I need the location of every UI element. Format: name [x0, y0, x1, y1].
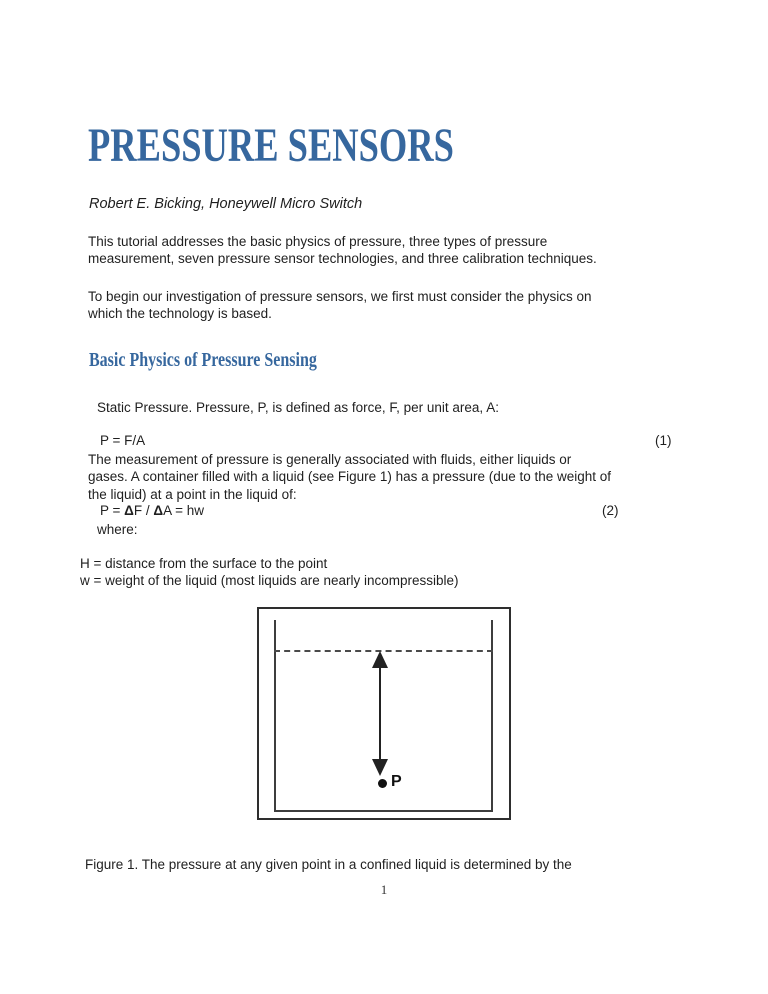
text-line: gases. A container filled with a liquid …: [88, 469, 612, 485]
measurement-paragraph: The measurement of pressure is generally…: [88, 451, 611, 503]
text-line: This tutorial addresses the basic physic…: [88, 234, 548, 249]
equation-1-formula: P = F/A: [100, 433, 146, 448]
point-p-label: P: [391, 773, 402, 790]
delta-symbol: Δ: [124, 503, 134, 518]
intro-paragraph: This tutorial addresses the basic physic…: [88, 233, 597, 268]
text-line: The measurement of pressure is generally…: [88, 452, 572, 467]
equation-1: P = F/A (1): [0, 433, 768, 451]
equation-2-part: A = hw: [163, 503, 204, 518]
container-vessel: [274, 620, 493, 812]
height-arrow-shaft: [379, 661, 381, 765]
point-p-dot: [378, 779, 387, 788]
equation-2: P = ΔF / ΔA = hw (2): [0, 503, 768, 521]
equation-1-number: (1): [655, 433, 672, 448]
definition-line-h: H = distance from the surface to the poi…: [80, 556, 328, 571]
text-line: To begin our investigation of pressure s…: [88, 289, 592, 304]
text-line: measurement, seven pressure sensor techn…: [88, 251, 597, 267]
arrow-head-down-icon: [372, 759, 388, 776]
figure-1-diagram: P: [257, 607, 511, 820]
delta-symbol: Δ: [153, 503, 164, 518]
text-line: the liquid) at a point in the liquid of:: [88, 486, 297, 502]
equation-2-number: (2): [602, 503, 619, 518]
author-byline: Robert E. Bicking, Honeywell Micro Switc…: [89, 196, 363, 212]
static-pressure-line: Static Pressure. Pressure, P, is defined…: [97, 400, 499, 415]
document-title: PRESSURE SENSORS: [88, 119, 454, 172]
page-number: 1: [380, 882, 388, 897]
where-label: where:: [97, 522, 138, 537]
equation-2-formula: P = ΔF / ΔA = hw: [100, 503, 204, 518]
definition-line-w: w = weight of the liquid (most liquids a…: [80, 573, 459, 589]
equation-2-part: P =: [100, 503, 125, 518]
figure-caption: Figure 1. The pressure at any given poin…: [85, 857, 572, 872]
text-line: which the technology is based.: [88, 306, 272, 322]
arrow-head-up-icon: [372, 651, 388, 668]
investigation-paragraph: To begin our investigation of pressure s…: [88, 288, 592, 323]
variable-definitions: H = distance from the surface to the poi…: [80, 555, 459, 590]
equation-2-part: F /: [133, 503, 154, 518]
section-heading: Basic Physics of Pressure Sensing: [89, 349, 317, 371]
